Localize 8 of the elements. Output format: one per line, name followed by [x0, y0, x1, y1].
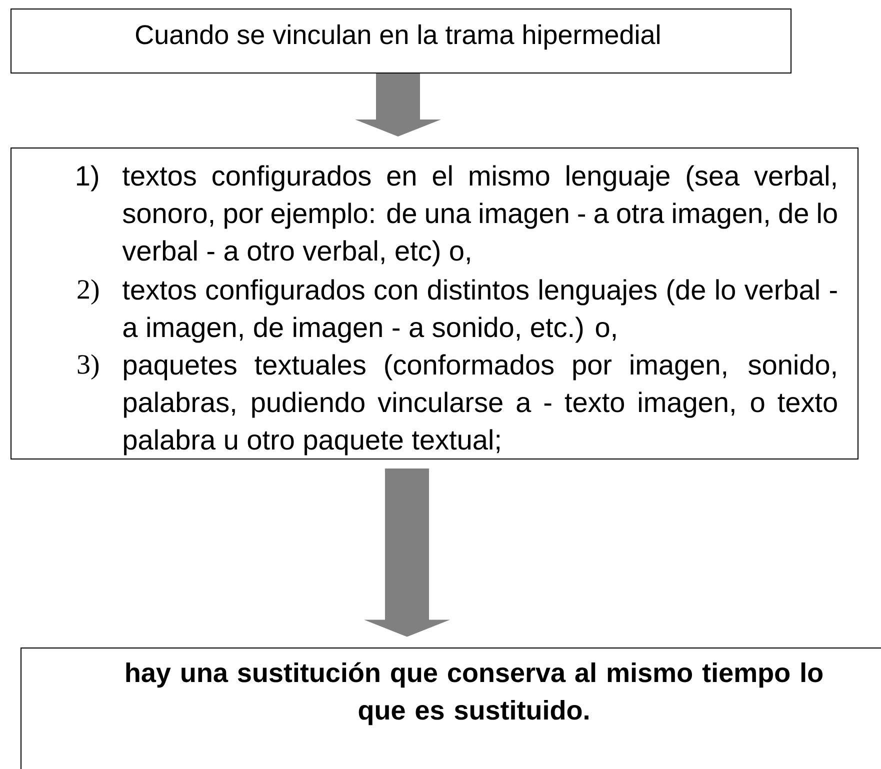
text-box: Cuando se vinculan en la trama hipermedial [10, 8, 792, 74]
block-arrow [355, 74, 441, 136]
list-number: 3) [78, 354, 99, 380]
list-number: 1) [77, 165, 98, 192]
block-arrow [364, 468, 450, 637]
list-item-text: paquetes textuales (conformados por imagen, sonido, palabras, pudiendo vincularse a - texto imagen, o texto palabra u otro paquete textual; [124, 354, 837, 456]
text-box: hay una sustitución que conserva al mismo tiempo lo que es sustituido. [20, 648, 881, 769]
list-number: 2) [78, 279, 99, 305]
